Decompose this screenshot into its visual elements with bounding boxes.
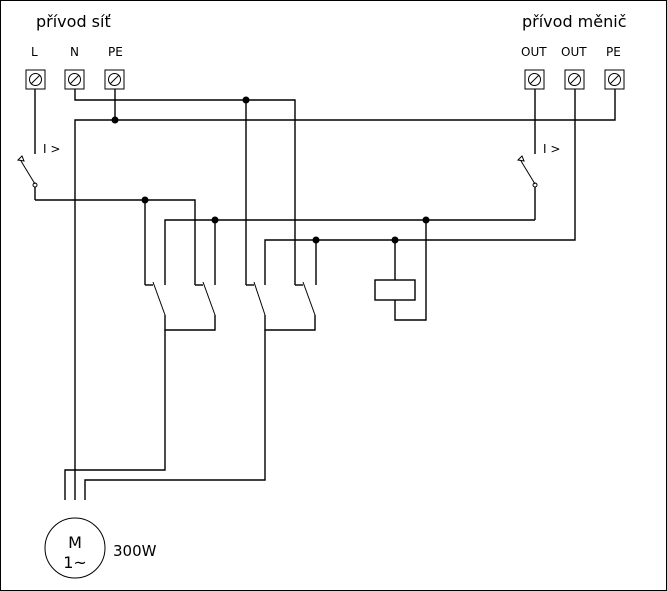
terminal-screw-icon bbox=[604, 69, 625, 90]
terminal-screw-icon bbox=[524, 69, 545, 90]
motor-label-phase: 1~ bbox=[63, 553, 87, 572]
left-supply-title: přívod síť bbox=[36, 12, 111, 31]
terminal-label-l: L bbox=[31, 45, 38, 59]
junction-dot bbox=[242, 96, 250, 104]
junction-dot bbox=[312, 236, 320, 244]
junction-dot bbox=[141, 196, 149, 204]
terminal-label-out1: OUT bbox=[521, 45, 547, 59]
junction-dots bbox=[111, 96, 430, 244]
breaker-label-right: I > bbox=[543, 142, 560, 156]
motor-symbol: M 1~ bbox=[44, 517, 106, 579]
junction-dot bbox=[211, 216, 219, 224]
junction-dot bbox=[422, 216, 430, 224]
junction-dot bbox=[111, 116, 119, 124]
terminal-label-n: N bbox=[70, 45, 79, 59]
terminal-screw-icon bbox=[64, 69, 85, 90]
terminal-label-pe-left: PE bbox=[108, 45, 123, 59]
motor-label-m: M bbox=[68, 533, 82, 552]
terminal-screw-icon bbox=[25, 69, 46, 90]
breaker-right bbox=[516, 89, 538, 220]
terminal-label-pe-right: PE bbox=[606, 45, 621, 59]
breaker-label-left: I > bbox=[43, 142, 60, 156]
breaker-left bbox=[16, 89, 38, 200]
terminal-screw-icon bbox=[564, 69, 585, 90]
contactor-coil bbox=[374, 279, 416, 301]
terminal-screw-icon bbox=[104, 69, 125, 90]
wires bbox=[35, 89, 616, 500]
right-supply-title: přívod měnič bbox=[522, 12, 627, 31]
junction-dot bbox=[391, 236, 399, 244]
terminal-label-out2: OUT bbox=[561, 45, 587, 59]
motor-power: 300W bbox=[113, 542, 157, 560]
